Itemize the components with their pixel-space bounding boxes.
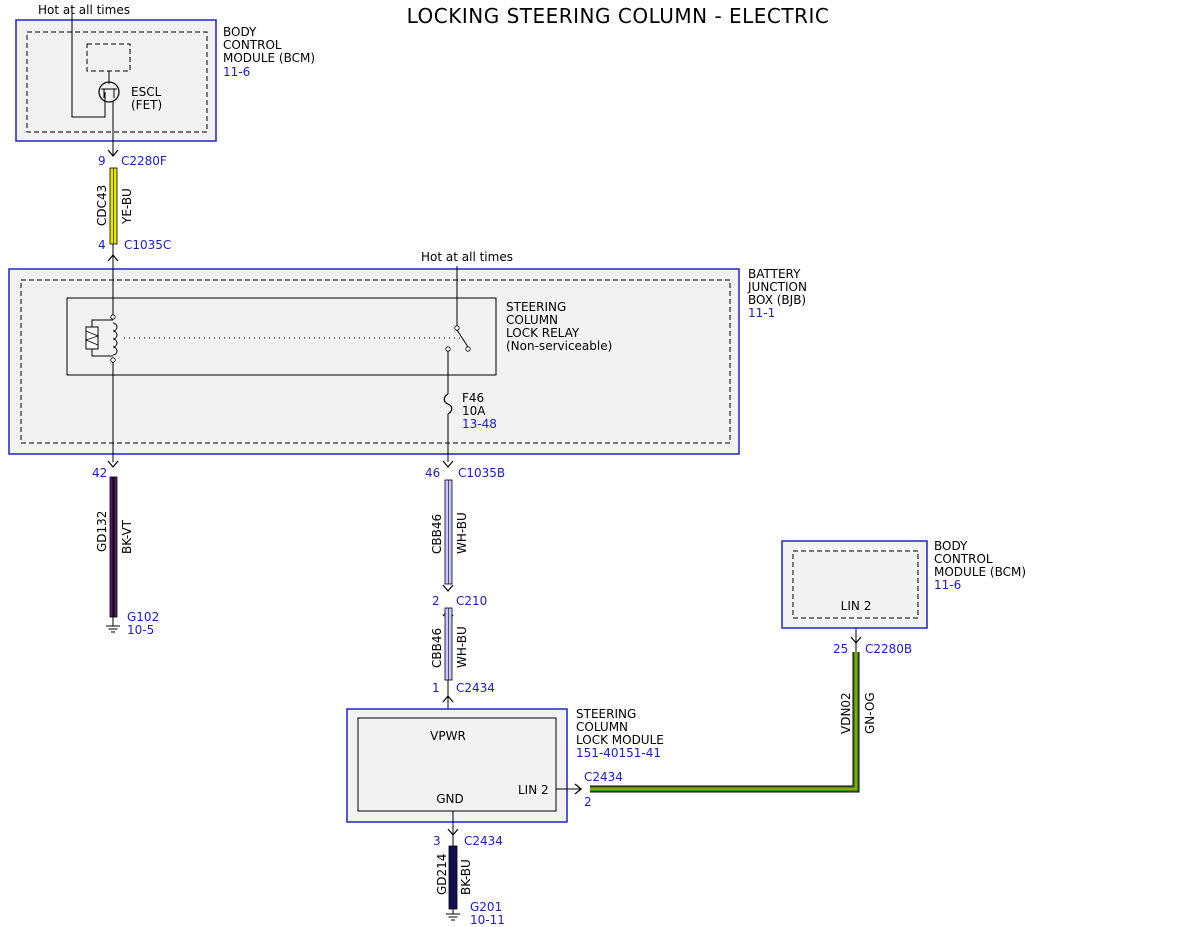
- connector-c1035c[interactable]: C1035C: [124, 238, 171, 252]
- wire-bk-bu: [448, 845, 458, 910]
- escl-fet-label: (FET): [131, 98, 162, 112]
- sclm-gnd: GND: [436, 792, 464, 806]
- diagram-title: LOCKING STEERING COLUMN - ELECTRIC: [407, 4, 830, 28]
- bcm-top-name-1: BODY: [223, 25, 257, 39]
- wire-color-label: WH-BU: [455, 626, 469, 668]
- connector-c2280b[interactable]: C2280B: [865, 642, 912, 656]
- relay-name-4: (Non-serviceable): [506, 339, 612, 353]
- connector-c2434-lin[interactable]: C2434: [584, 770, 623, 784]
- escl-fet-icon: [98, 81, 120, 103]
- bjb-name-1: BATTERY: [748, 267, 801, 281]
- ground-g102-ref[interactable]: 10-5: [127, 623, 154, 637]
- ground-g102[interactable]: G102: [127, 610, 159, 624]
- connector-c210[interactable]: C210: [456, 594, 487, 608]
- wire-color-label: WH-BU: [455, 512, 469, 554]
- ground-g201[interactable]: G201: [470, 900, 502, 914]
- relay-name-1: STEERING: [506, 300, 566, 314]
- bjb-ref[interactable]: 11-1: [748, 306, 775, 320]
- sclm-name-3: LOCK MODULE: [576, 733, 664, 747]
- power-source-label: Hot at all times: [38, 3, 130, 17]
- connector-pin: 2: [432, 594, 440, 608]
- bjb-name-2: JUNCTION: [747, 280, 807, 294]
- fuse-rating: 10A: [462, 404, 486, 418]
- sclm-inner: [357, 717, 557, 812]
- bcm-top-inner: [26, 31, 208, 133]
- connector-arrow: [107, 460, 119, 468]
- bcm-right-name-2: CONTROL: [934, 552, 993, 566]
- wire-circuit-label: CBB46: [430, 628, 444, 668]
- connector-arrow: [442, 460, 454, 468]
- relay-name-2: COLUMN: [506, 313, 558, 327]
- bcm-right-name-1: BODY: [934, 539, 968, 553]
- connector-arrow: [442, 584, 454, 592]
- bcm-right-lin: LIN 2: [841, 599, 872, 613]
- connector-c2280f[interactable]: C2280F: [121, 154, 167, 168]
- connector-c2434[interactable]: C2434: [456, 681, 495, 695]
- wire-color-label: YE-BU: [120, 188, 134, 225]
- wire-circuit-label: VDN02: [839, 692, 853, 734]
- connector-pin: 25: [833, 642, 848, 656]
- bjb-power-label: Hot at all times: [421, 250, 513, 264]
- connector-c1035b[interactable]: C1035B: [458, 466, 505, 480]
- connector-c2434-gnd[interactable]: C2434: [464, 834, 503, 848]
- connector-pin: 46: [425, 466, 440, 480]
- wire-circuit-label: CDC43: [95, 185, 109, 226]
- sclm-name-2: COLUMN: [576, 720, 628, 734]
- wire-color-label: BK-VT: [120, 519, 134, 554]
- fuse-ref[interactable]: 13-48: [462, 417, 497, 431]
- bcm-top-name-2: CONTROL: [223, 38, 282, 52]
- connector-arrow: [107, 149, 119, 157]
- sclm-vpwr: VPWR: [430, 729, 466, 743]
- connector-pin: 1: [432, 681, 440, 695]
- wire-color-label: BK-BU: [459, 859, 473, 895]
- bcm-right-ref[interactable]: 11-6: [934, 578, 961, 592]
- connector-pin: 9: [98, 154, 106, 168]
- connector-pin: 42: [92, 466, 107, 480]
- connector-arrow: [447, 828, 459, 836]
- bjb-name-3: BOX (BJB): [748, 293, 806, 307]
- sclm-name-1: STEERING: [576, 707, 636, 721]
- relay-box: [66, 297, 497, 376]
- ground-g201-ref[interactable]: 10-11: [470, 913, 505, 927]
- fuse-icon: [443, 393, 453, 415]
- wire-circuit-label: GD132: [95, 511, 109, 552]
- wire-circuit-label: CBB46: [430, 514, 444, 554]
- bcm-hot-feed: [71, 20, 106, 118]
- relay-switch-icon: [456, 329, 469, 348]
- relay-name-3: LOCK RELAY: [506, 326, 580, 340]
- bcm-right-name-3: MODULE (BCM): [934, 565, 1026, 579]
- connector-pin: 4: [98, 238, 106, 252]
- bcm-right-module: [781, 540, 928, 629]
- connector-pin: 3: [433, 834, 441, 848]
- bcm-top-ref[interactable]: 11-6: [223, 65, 250, 79]
- bcm-top-name-3: MODULE (BCM): [223, 51, 315, 65]
- sclm-ref[interactable]: 151-40151-41: [576, 746, 661, 760]
- bjb-inner: [20, 279, 731, 444]
- bcm-top-module: [15, 19, 217, 142]
- fuse-name: F46: [462, 391, 484, 405]
- relay-coil-icon: [112, 322, 118, 356]
- wire-color-label: GN-OG: [863, 692, 877, 734]
- sclm-lin: LIN 2: [518, 783, 549, 797]
- connector-arrow: [574, 783, 582, 795]
- escl-label: ESCL: [131, 85, 162, 99]
- connector-pin: 2: [584, 795, 592, 809]
- wire-circuit-label: GD214: [435, 854, 449, 895]
